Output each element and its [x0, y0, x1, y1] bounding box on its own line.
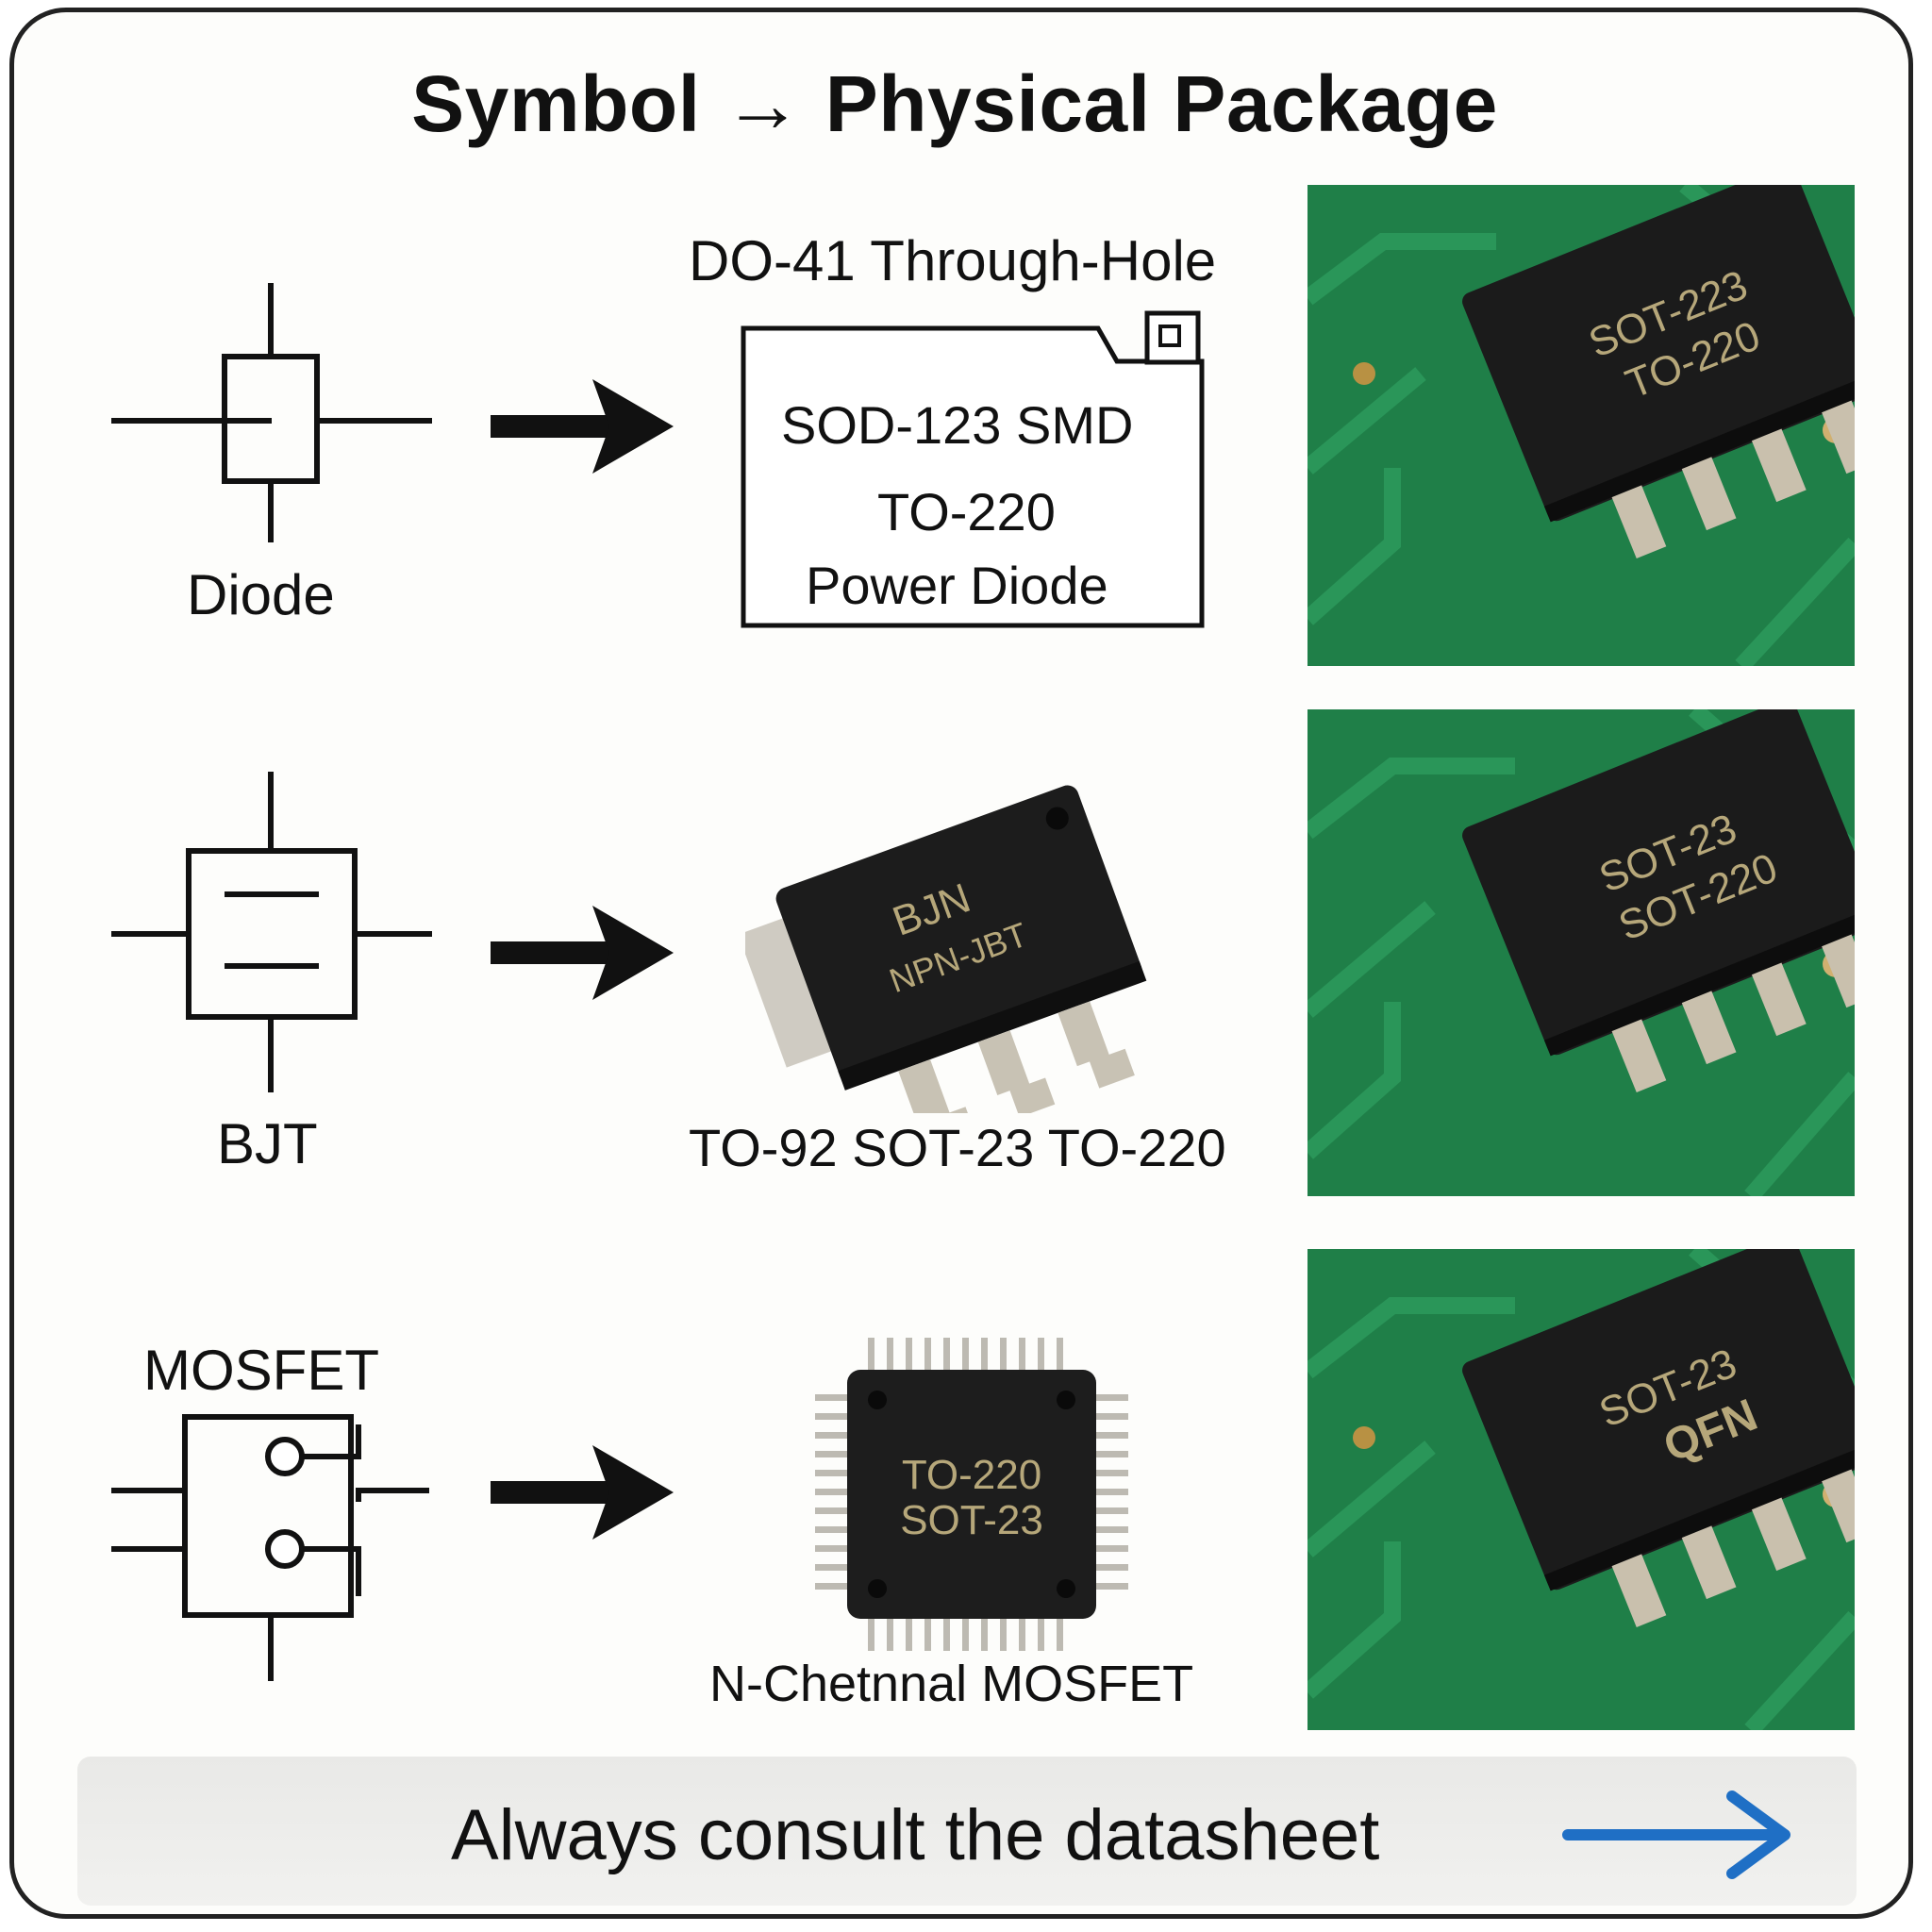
- bjt-label: BJT: [217, 1112, 318, 1175]
- diode-package-line-2: TO-220: [877, 482, 1056, 541]
- diode-package-line-1: SOD-123 SMD: [781, 395, 1134, 455]
- mosfet-qfn-chip: TO-220 SOT-23: [815, 1338, 1128, 1651]
- diode-label: Diode: [187, 563, 335, 626]
- bjt-package-caption: TO-92 SOT-23 TO-220: [689, 1118, 1226, 1177]
- bjt-arrow-icon: [491, 906, 674, 1000]
- footer-banner: [77, 1757, 1857, 1906]
- diode-pcb-photo: SOT-223 TO-220: [1307, 185, 1855, 666]
- bjt-pcb-photo: SOT-23 SOT-220: [1307, 709, 1855, 1196]
- diode-package-heading: DO-41 Through-Hole: [689, 229, 1217, 292]
- diode-package-line-3: Power Diode: [806, 556, 1108, 615]
- mosfet-arrow-icon: [491, 1445, 674, 1540]
- bjt-package-chip: BJN NPN-JBT: [745, 785, 1147, 1113]
- footer-arrow-icon: [1562, 1790, 1790, 1879]
- diode-arrow-icon: [491, 379, 674, 474]
- diode-package-box: [741, 310, 1205, 628]
- footer-text: Always consult the datasheet: [451, 1795, 1380, 1875]
- mosfet-symbol: [111, 1414, 429, 1681]
- mosfet-chip-text-2: SOT-23: [900, 1497, 1043, 1543]
- mosfet-package-caption: N-Chetnnal MOSFET: [709, 1656, 1194, 1712]
- mosfet-pcb-photo: SOT-23 QFN: [1307, 1249, 1855, 1730]
- bjt-symbol: [111, 772, 432, 1092]
- mosfet-label: MOSFET: [143, 1339, 379, 1402]
- mosfet-chip-text-1: TO-220: [902, 1452, 1041, 1498]
- page-title: Symbol → Physical Package: [411, 59, 1498, 148]
- diode-symbol: [111, 283, 432, 542]
